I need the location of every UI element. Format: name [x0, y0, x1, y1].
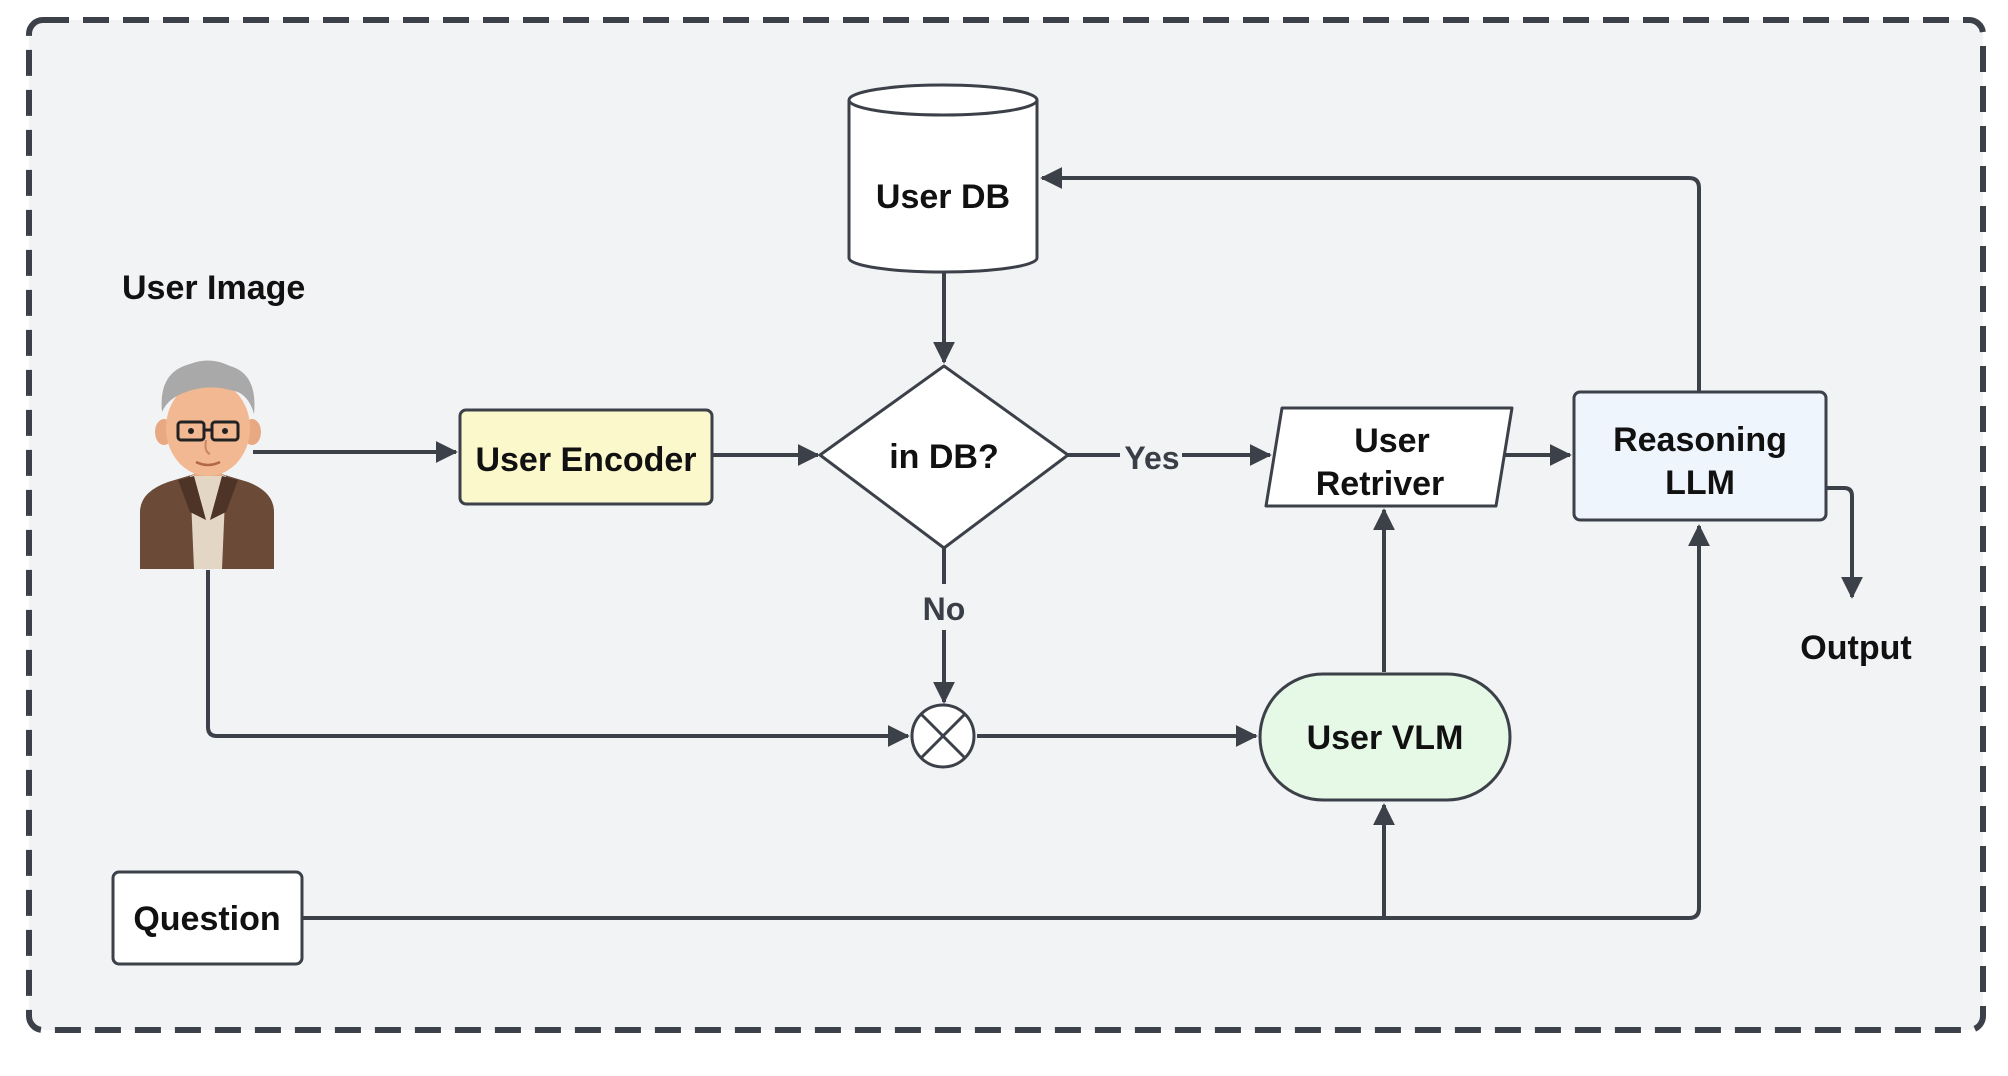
reasoning-llm-node	[1572, 390, 1828, 522]
edge-reasoning-to-output	[1826, 486, 1863, 599]
question-label: Question	[133, 900, 280, 938]
no-edge-label: No	[923, 591, 966, 627]
user-db-node	[847, 83, 1039, 274]
user-image-label: User Image	[122, 269, 305, 307]
user-vlm-node	[1258, 672, 1512, 802]
output-label: Output	[1800, 629, 1911, 667]
user-db-label: User DB	[876, 178, 1010, 216]
user-encoder-label: User Encoder	[475, 441, 696, 479]
edge-image-to-combine	[206, 570, 910, 747]
user-retriver-node	[1264, 406, 1514, 508]
question-node	[111, 870, 304, 966]
yes-edge-label: Yes	[1124, 440, 1179, 476]
in-db-decision-node	[818, 364, 1070, 550]
multiply-circle-icon	[910, 703, 976, 769]
edge-question-to-reasoning	[302, 524, 1710, 920]
user-encoder-node	[458, 408, 714, 506]
user-avatar-icon	[140, 360, 274, 569]
in-db-label: in DB?	[889, 438, 999, 476]
reasoning-llm-label-line1: Reasoning	[1613, 421, 1787, 459]
user-retriver-label-line2: Retriver	[1316, 465, 1445, 503]
user-retriver-label-line1: User	[1354, 422, 1430, 460]
user-vlm-label: User VLM	[1307, 719, 1464, 757]
edge-reasoning-to-db	[1040, 167, 1701, 392]
reasoning-llm-label-line2: LLM	[1665, 464, 1735, 502]
